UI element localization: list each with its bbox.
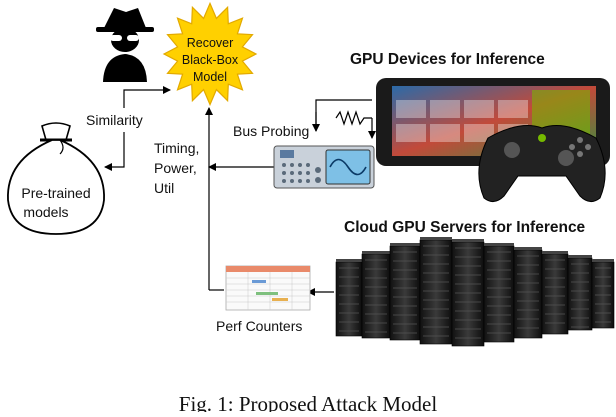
server-rack-top <box>362 251 390 254</box>
figure-caption: Fig. 1: Proposed Attack Model <box>179 392 438 412</box>
pretrained-label-line2: models <box>23 204 68 220</box>
oscilloscope-icon <box>273 145 375 189</box>
edges <box>104 86 376 296</box>
probe-wire-left <box>315 99 372 131</box>
gpu-devices-title: GPU Devices for Inference <box>350 51 545 68</box>
server-rack-top <box>592 259 614 262</box>
resistor-icon <box>335 110 372 126</box>
pretrained-models-node: Pre-trained models <box>7 122 105 235</box>
server-rack-icon <box>513 249 543 339</box>
perf-counters-label: Perf Counters <box>216 318 302 334</box>
server-rack-top <box>336 259 362 262</box>
recover-label-line1: Recover <box>187 36 234 50</box>
attacker-icon <box>96 8 154 82</box>
server-rack-icon <box>335 261 363 337</box>
server-rack-icon <box>451 241 485 347</box>
server-rack-icon <box>389 245 421 341</box>
pretrained-label-line1: Pre-trained <box>21 185 90 201</box>
money-bag-icon <box>7 122 105 235</box>
server-rack-top <box>420 237 452 240</box>
server-rack-top <box>568 255 592 258</box>
util-label: Util <box>154 180 174 196</box>
server-rack-icon <box>483 245 515 343</box>
recover-label-line3: Model <box>193 70 227 84</box>
bus-probing-label: Bus Probing <box>233 123 309 139</box>
server-rack-top <box>542 251 568 254</box>
recover-model-node: Recover Black-Box Model <box>162 1 258 107</box>
similarity-label: Similarity <box>86 112 143 128</box>
server-rack-top <box>484 243 514 246</box>
bag-feedback-edge <box>104 132 125 171</box>
server-rack-top <box>390 243 420 246</box>
similarity-edge <box>123 86 171 108</box>
gamepad-icon <box>478 125 606 202</box>
server-racks <box>335 237 615 347</box>
starburst-icon <box>162 1 258 107</box>
server-rack-top <box>452 239 484 242</box>
server-rack-icon <box>419 239 453 345</box>
server-rack-icon <box>567 257 593 331</box>
recover-label-line2: Black-Box <box>182 53 239 67</box>
spreadsheet-icon <box>225 265 311 311</box>
server-rack-top <box>514 247 542 250</box>
server-rack-icon <box>541 253 569 335</box>
power-label: Power, <box>154 160 197 176</box>
cloud-servers-title: Cloud GPU Servers for Inference <box>344 219 586 236</box>
timing-label: Timing, <box>154 140 199 156</box>
